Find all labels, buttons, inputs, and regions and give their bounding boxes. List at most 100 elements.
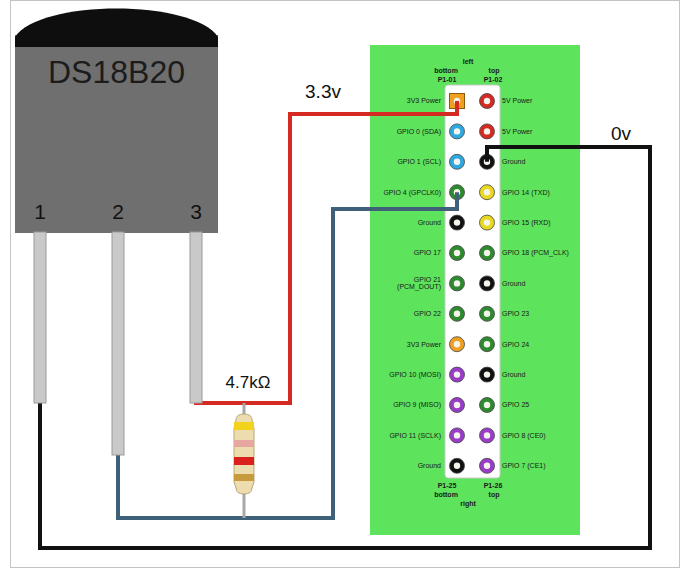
wire <box>40 147 650 548</box>
pin-name: GPIO 0 (SDA) <box>373 128 441 135</box>
pin-number: 3 <box>190 201 202 223</box>
pin-hole <box>454 311 460 317</box>
pin-name: GPIO 4 (GPCLK0) <box>373 189 441 196</box>
wire <box>196 101 457 403</box>
header-orientation-label: right <box>460 500 476 507</box>
pin-hole <box>454 371 460 377</box>
pin-name: GPIO 8 (CE0) <box>502 432 577 439</box>
pin-hole <box>484 250 490 256</box>
resistor-body <box>234 414 254 494</box>
pin-hole <box>484 128 490 134</box>
voltage-label: 3.3v <box>305 82 341 102</box>
sensor-leg <box>34 232 46 403</box>
pin-hole <box>484 371 490 377</box>
pin-hole <box>484 341 490 347</box>
header-orientation-label: top <box>489 491 500 498</box>
header-pin <box>480 306 495 321</box>
header-orientation-label: P1-26 <box>484 482 503 489</box>
pin-hole <box>454 128 460 134</box>
pin-name: GPIO 23 <box>502 310 577 317</box>
header-pin <box>450 367 465 382</box>
sensor-body-outline <box>15 5 218 233</box>
pin-number: 2 <box>112 201 124 223</box>
header-orientation-label: top <box>489 67 500 74</box>
pin-name: 5V Power <box>502 128 577 135</box>
header-orientation-label: P1-25 <box>438 482 457 489</box>
pin-name: GPIO 21 (PCM_DOUT) <box>373 276 441 291</box>
pin-name: 5V Power <box>502 97 577 104</box>
pin-name: GPIO 9 (MISO) <box>373 401 441 408</box>
pin-hole <box>484 311 490 317</box>
pin-name: 3V3 Power <box>373 97 441 104</box>
sensor-leg <box>112 232 124 455</box>
pin-hole <box>484 463 490 469</box>
resistor-band <box>234 457 254 465</box>
header-pin <box>450 337 465 352</box>
pin-hole <box>454 341 460 347</box>
pin-name: GPIO 7 (CE1) <box>502 462 577 469</box>
pin-name: GPIO 25 <box>502 401 577 408</box>
part-name: DS18B20 <box>48 56 185 90</box>
header-pin <box>450 246 465 261</box>
pin-number: 1 <box>34 201 46 223</box>
header-pin <box>480 367 495 382</box>
pin-hole <box>454 402 460 408</box>
pin-hole <box>484 432 490 438</box>
header-pin <box>480 458 495 473</box>
header-pin <box>450 398 465 413</box>
header-pin <box>450 428 465 443</box>
header-orientation-label: bottom <box>434 491 458 498</box>
sensor-leg <box>190 232 202 403</box>
resistor-band <box>234 474 254 481</box>
pin-name: Ground <box>373 219 441 226</box>
resistor-symbol <box>234 403 254 518</box>
pin-hole <box>454 280 460 286</box>
header-pin <box>450 306 465 321</box>
pin-hole <box>454 463 460 469</box>
header-orientation-label: P1-01 <box>438 76 457 83</box>
pin-hole <box>484 402 490 408</box>
pin-hole <box>454 159 460 165</box>
pin-hole <box>484 98 490 104</box>
pin-name: GPIO 11 (SCLK) <box>373 432 441 439</box>
sensor-cap <box>15 9 218 48</box>
header-pin <box>450 154 465 169</box>
pin-hole <box>484 280 490 286</box>
header-pin <box>450 124 465 139</box>
pin-hole <box>454 219 460 225</box>
header-pin <box>480 276 495 291</box>
header-pin <box>480 337 495 352</box>
pin-name: GPIO 18 (PCM_CLK) <box>502 249 577 256</box>
pin-name: GPIO 10 (MOSI) <box>373 371 441 378</box>
pin-name: Ground <box>502 158 577 165</box>
header-orientation-label: P1-02 <box>484 76 503 83</box>
pin-hole <box>454 432 460 438</box>
gpio-header-board: leftbottomP1-01topP1-023V3 Power5V Power… <box>370 45 580 535</box>
header-pin <box>480 428 495 443</box>
pin-name: 3V3 Power <box>373 341 441 348</box>
pin-hole <box>484 219 490 225</box>
pin-name: Ground <box>502 280 577 287</box>
pin-name: Ground <box>502 371 577 378</box>
header-pin <box>480 246 495 261</box>
header-orientation-label: left <box>463 58 474 65</box>
header-orientation-label: bottom <box>434 67 458 74</box>
header-pin <box>480 215 495 230</box>
header-pin <box>480 185 495 200</box>
header-pin <box>480 398 495 413</box>
pin-name: GPIO 17 <box>373 249 441 256</box>
pin-hole <box>484 189 490 195</box>
pin-name: GPIO 15 (RXD) <box>502 219 577 226</box>
sensor-housing <box>15 35 218 233</box>
pin-name: GPIO 14 (TXD) <box>502 189 577 196</box>
header-pin <box>450 215 465 230</box>
resistor-band <box>234 422 254 430</box>
board-ground <box>370 45 580 535</box>
wire <box>118 192 457 518</box>
header-pin <box>480 124 495 139</box>
pin-name: GPIO 22 <box>373 310 441 317</box>
pin-name: GPIO 1 (SCL) <box>373 158 441 165</box>
pin-name: Ground <box>373 462 441 469</box>
